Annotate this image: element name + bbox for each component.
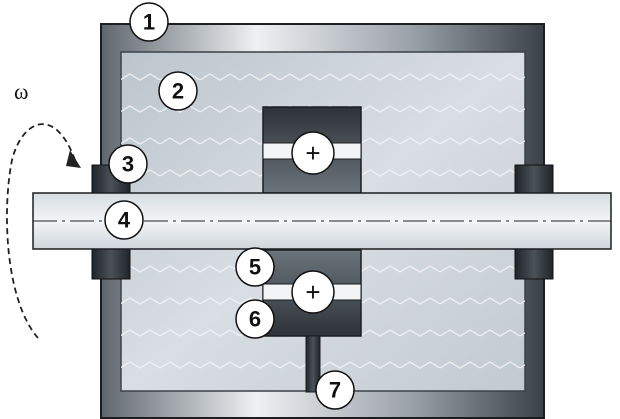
- svg-text:3: 3: [122, 152, 134, 177]
- rotation-arrow: [6, 123, 76, 339]
- svg-text:+: +: [305, 138, 320, 168]
- callout-6: 6: [235, 299, 275, 339]
- seal-right-bottom: [514, 248, 554, 280]
- callout-1: 1: [129, 2, 169, 42]
- svg-text:+: +: [305, 277, 320, 307]
- stem: [305, 335, 321, 393]
- svg-text:1: 1: [143, 10, 155, 35]
- callout-7: 7: [315, 370, 355, 410]
- svg-text:5: 5: [249, 255, 261, 280]
- rotation-arrowhead: [66, 150, 81, 168]
- callout-5: 5: [235, 247, 275, 287]
- svg-text:4: 4: [118, 208, 131, 233]
- seal-left-bottom: [91, 248, 131, 280]
- svg-text:2: 2: [172, 79, 184, 104]
- omega-symbol: ω: [14, 79, 28, 104]
- svg-text:6: 6: [249, 307, 261, 332]
- svg-text:7: 7: [329, 378, 341, 403]
- callout-3: 3: [108, 144, 148, 184]
- plus-callout-upper: +: [291, 131, 335, 175]
- plus-callout-lower: +: [291, 270, 335, 314]
- seal-right-top: [514, 164, 554, 196]
- callout-2: 2: [158, 71, 198, 111]
- callout-4: 4: [104, 200, 144, 240]
